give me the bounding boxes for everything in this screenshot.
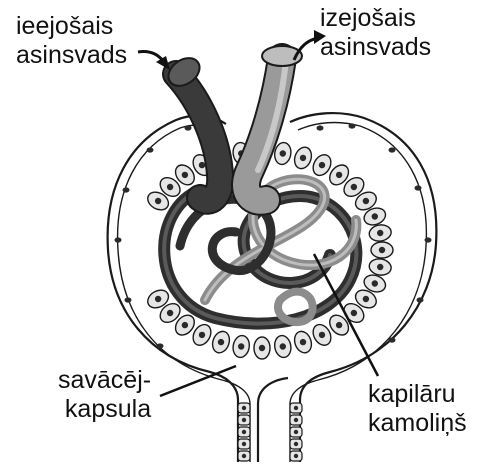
podocyte-nucleus [377,230,383,236]
podocyte-nucleus [238,343,244,349]
podocyte-nucleus [351,310,357,316]
podocyte-nucleus [280,343,286,349]
capillary-tuft-label: kapilāru kamoliņš [368,380,467,438]
parietal-nucleus [185,125,192,130]
capsule-label: savācēj- kapsula [58,366,151,424]
podocyte-nucleus [155,296,161,302]
podocyte-nucleus [336,322,342,328]
podocyte-nucleus [259,345,265,351]
efferent-label-line2: asinsvads [320,33,431,62]
podocyte-nucleus [319,332,325,338]
afferent-pointer-arrow [138,51,170,70]
tubule-cell-nucleus [294,454,298,458]
tubule-cell-nucleus [294,430,298,434]
podocyte-nucleus [182,172,188,178]
podocyte-nucleus [199,332,205,338]
parietal-nucleus [125,297,132,302]
parietal-nucleus [417,297,424,302]
podocyte-nucleus [379,247,385,253]
parietal-nucleus [425,237,432,242]
podocyte-nucleus [363,296,369,302]
tubule-cell-nucleus [294,418,298,422]
capsule-label-line2: kapsula [58,395,151,424]
parietal-nucleus [123,187,130,192]
podocyte-nucleus [300,155,306,161]
tubule-cells [238,403,302,461]
podocyte-nucleus [199,162,205,168]
podocyte-nucleus [336,172,342,178]
podocyte-nucleus [377,264,383,270]
parietal-nucleus [415,185,422,190]
parietal-nucleus [115,237,122,242]
parietal-nucleus [389,147,396,152]
podocyte-nucleus [155,198,161,204]
podocyte-nucleus [182,322,188,328]
capsule-label-line1: savācēj- [58,366,151,395]
parietal-nucleus [157,343,164,348]
tubule-cell-nucleus [242,430,246,434]
podocyte-nucleus [372,213,378,219]
tuft-pointer-line [314,254,378,376]
podocyte-nucleus [300,339,306,345]
podocyte-nucleus [218,339,224,345]
tubule-cell-nucleus [242,442,246,446]
tuft-label-line2: kamoliņš [368,409,467,438]
parietal-nucleus [317,125,324,130]
podocyte-nucleus [319,162,325,168]
tubule-cell-nucleus [242,406,246,410]
parietal-nucleus [147,147,154,152]
tubule-cell-nucleus [294,406,298,410]
afferent-label-line2: asinsvads [16,41,127,70]
efferent-label-line1: izejošais [320,4,431,33]
podocyte-nucleus [167,184,173,190]
afferent-vessel-label: ieejošais asinsvads [16,12,127,70]
efferent-vessel-label: izejošais asinsvads [320,4,431,62]
podocyte-nucleus [351,184,357,190]
podocyte-nucleus [280,150,286,156]
tubule-cell-nucleus [242,454,246,458]
afferent-label-line1: ieejošais [16,12,127,41]
tubule-cell-nucleus [242,418,246,422]
podocyte-nucleus [167,310,173,316]
podocyte-nucleus [372,280,378,286]
tubule-cell-nucleus [294,442,298,446]
parietal-nucleus [389,337,396,342]
tuft-label-line1: kapilāru [368,380,467,409]
podocyte-nucleus [363,198,369,204]
parietal-nucleus [349,123,356,128]
